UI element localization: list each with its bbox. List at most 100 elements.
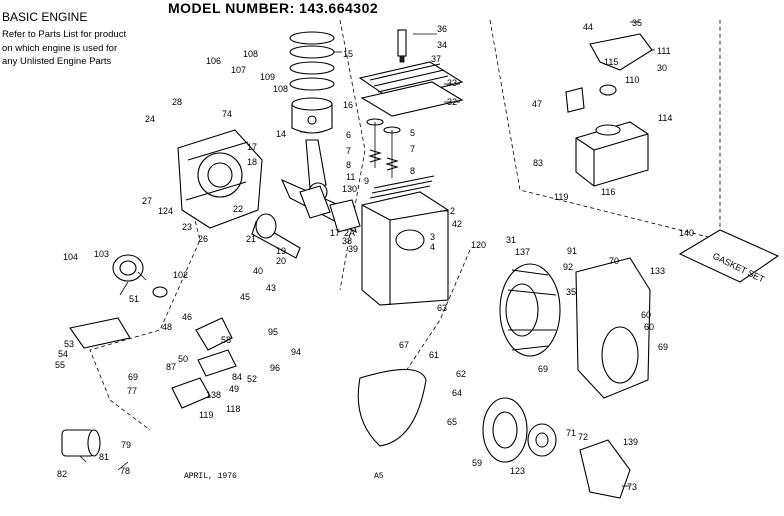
callout-46: 46 xyxy=(182,312,192,322)
callout-15: 15 xyxy=(343,49,353,59)
callout-69: 69 xyxy=(538,364,548,374)
callout-63: 63 xyxy=(437,303,447,313)
callout-52: 52 xyxy=(247,374,257,384)
callout-44: 44 xyxy=(583,22,593,32)
callout-96: 96 xyxy=(270,363,280,373)
model-number-title: MODEL NUMBER: 143.664302 xyxy=(168,0,379,16)
callout-34: 34 xyxy=(437,40,447,50)
callout-11: 11 xyxy=(346,172,355,182)
footer-page-number: A5 xyxy=(374,472,384,481)
callout-94: 94 xyxy=(291,347,301,357)
basic-engine-heading: BASIC ENGINE xyxy=(2,10,88,24)
callout-81: 81 xyxy=(99,452,109,462)
washer-102 xyxy=(152,286,168,298)
cylinder-head xyxy=(358,61,464,117)
callout-4: 4 xyxy=(430,242,435,252)
callout-71: 71 xyxy=(566,428,576,438)
callout-140: 140 xyxy=(679,228,694,238)
callout-47: 47 xyxy=(532,99,542,109)
callout-28: 28 xyxy=(172,97,182,107)
callout-73: 73 xyxy=(627,482,637,492)
callout-40: 40 xyxy=(253,266,263,276)
callout-79: 79 xyxy=(121,440,131,450)
callout-19: 19 xyxy=(276,246,286,256)
callout-78: 78 xyxy=(120,466,130,476)
callout-58: 58 xyxy=(221,335,231,345)
callout-53: 53 xyxy=(64,339,74,349)
spark-plug xyxy=(397,29,407,63)
callout-83: 83 xyxy=(533,158,543,168)
callout-54: 54 xyxy=(58,349,68,359)
callout-108: 108 xyxy=(243,49,258,59)
callout-82: 82 xyxy=(57,469,67,479)
callout-48: 48 xyxy=(162,322,172,332)
callout-87: 87 xyxy=(166,362,176,372)
callout-49: 49 xyxy=(229,384,239,394)
callout-110: 110 xyxy=(625,75,639,85)
callout-123: 123 xyxy=(510,466,525,476)
callout-7: 7 xyxy=(410,144,415,154)
callout-120: 120 xyxy=(471,240,486,250)
callout-108: 108 xyxy=(273,84,288,94)
callout-32: 32 xyxy=(447,97,457,107)
callout-130: 130 xyxy=(342,184,357,194)
governor-bracket xyxy=(195,317,233,351)
callout-27: 27 xyxy=(142,196,152,206)
callout-124: 124 xyxy=(158,206,173,216)
callout-21: 21 xyxy=(246,234,256,244)
crankcase-cover xyxy=(177,129,263,229)
dashed-guide-air-cleaner xyxy=(489,19,721,241)
callout-69: 69 xyxy=(658,342,668,352)
callout-9: 9 xyxy=(364,176,369,186)
callout-16: 16 xyxy=(343,100,353,110)
callout-45: 45 xyxy=(240,292,250,302)
callout-7: 7 xyxy=(346,146,351,156)
callout-62: 62 xyxy=(456,369,466,379)
callout-35: 35 xyxy=(632,18,642,28)
note-line: on which engine is used for xyxy=(2,42,118,54)
callout-92: 92 xyxy=(563,262,573,272)
callout-74: 74 xyxy=(222,109,232,119)
callout-43: 43 xyxy=(266,283,276,293)
callout-133: 133 xyxy=(650,266,665,276)
fan-cup xyxy=(527,423,557,457)
callout-42: 42 xyxy=(452,219,462,229)
leader-lines xyxy=(79,21,655,487)
starter-housing xyxy=(579,439,631,499)
callout-23: 23 xyxy=(182,222,192,232)
callout-102: 102 xyxy=(173,270,188,280)
callout-115: 115 xyxy=(604,57,618,67)
callout-84: 84 xyxy=(232,372,242,382)
callout-114: 114 xyxy=(658,113,672,123)
piston xyxy=(291,97,333,134)
callout-109: 109 xyxy=(260,72,275,82)
filter-element xyxy=(599,84,617,96)
note-line: any Unlisted Engine Parts xyxy=(2,56,112,67)
callout-33: 33 xyxy=(447,78,457,88)
callout-6: 6 xyxy=(346,130,351,140)
callout-30: 30 xyxy=(657,63,667,73)
crankshaft xyxy=(280,178,361,234)
callout-17: 17 xyxy=(247,142,257,152)
callout-37: 37 xyxy=(431,54,441,64)
dashed-guide-lower-left xyxy=(89,159,201,431)
callout-3: 3 xyxy=(430,232,435,242)
note-line: Refer to Parts List for product xyxy=(2,29,127,40)
air-cleaner-bracket xyxy=(589,33,653,71)
callout-65: 65 xyxy=(447,417,457,427)
primer-bulb xyxy=(61,429,101,457)
callout-107: 107 xyxy=(231,65,246,75)
air-cleaner-cover xyxy=(565,87,585,113)
callout-5: 5 xyxy=(410,128,415,138)
callout-59: 59 xyxy=(472,458,482,468)
callout-138: 138 xyxy=(206,390,221,400)
callout-38: 38 xyxy=(342,236,352,246)
callout-18: 18 xyxy=(247,157,257,167)
callout-8: 8 xyxy=(410,166,415,176)
dashed-guide-cylinder-head xyxy=(339,19,366,291)
callout-119: 119 xyxy=(554,192,568,202)
air-cleaner-body xyxy=(575,121,649,187)
callout-103: 103 xyxy=(94,249,109,259)
